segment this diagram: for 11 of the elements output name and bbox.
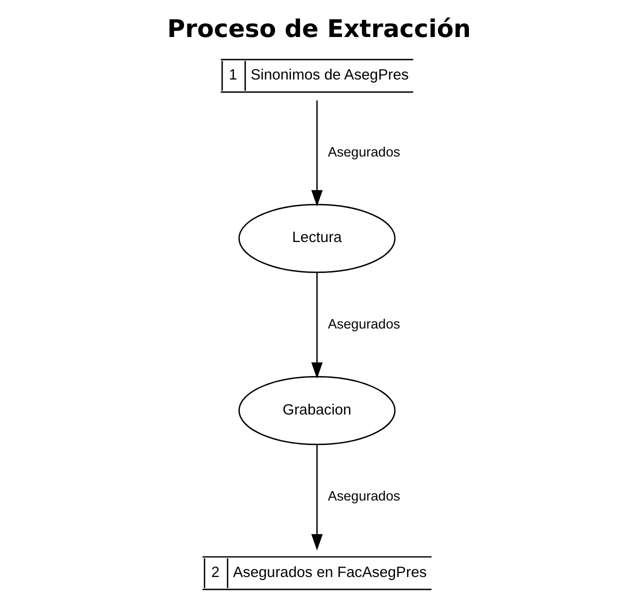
edge-label: Asegurados	[327, 488, 400, 504]
edge-label: Asegurados	[327, 316, 400, 332]
node-text: 1 Sinonimos de AsegPres	[228, 68, 408, 84]
node-ellipse: Grabacion	[238, 376, 396, 446]
arrow	[310, 272, 322, 379]
arrow	[310, 100, 322, 206]
node-text: 2 Asegurados en FacAsegPres	[210, 564, 426, 581]
diagram-title: Proceso de Extracción	[166, 14, 470, 44]
arrow	[310, 444, 322, 550]
node-ellipse: Lectura	[238, 204, 396, 273]
edge-label: Asegurados	[327, 144, 400, 160]
